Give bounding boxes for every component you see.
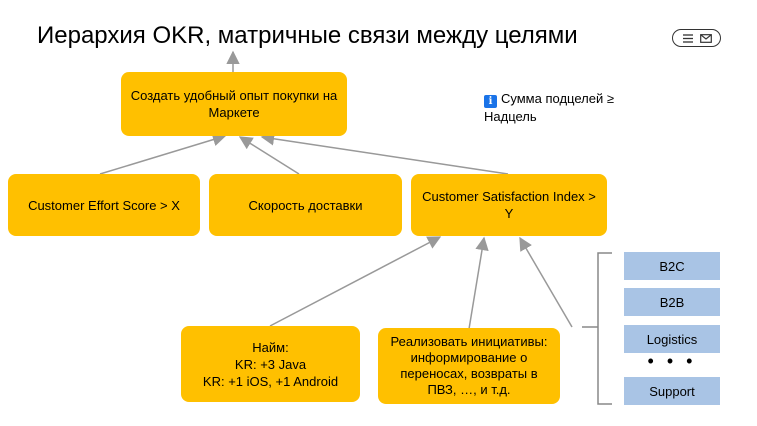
edge-hire-csi [269, 236, 442, 327]
node-initiatives: Реализовать инициативы: информирование о… [378, 328, 560, 404]
node-hire: Найм: KR: +3 Java KR: +1 iOS, +1 Android [181, 326, 360, 402]
teams-bracket [582, 252, 612, 405]
team-b2b: B2B [624, 288, 720, 316]
node-kr-effort: Customer Effort Score > X [8, 174, 200, 236]
node-kr-effort-label: Customer Effort Score > X [28, 197, 180, 213]
node-hire-line: Найм: [252, 339, 289, 355]
edge-initiatives-csi [468, 236, 489, 330]
sum-note-text: Сумма подцелей ≥ Надцель [484, 91, 614, 124]
edge-teams-csi [519, 236, 573, 328]
menu-icon [682, 33, 693, 43]
team-support: Support [624, 377, 720, 405]
team-b2c: B2C [624, 252, 720, 280]
page-title: Иерархия OKR, матричные связи между целя… [37, 22, 578, 49]
teams-ellipsis: • • • [647, 351, 697, 371]
node-initiatives-line: переносах, возвраты в [400, 366, 538, 381]
node-kr-delivery: Скорость доставки [209, 174, 402, 236]
node-objective-label: Создать удобный опыт покупки на Маркете [130, 88, 338, 120]
node-initiatives-line: ПВЗ, …, и т.д. [427, 382, 511, 397]
node-kr-csi-label: Customer Satisfaction Index > Y [422, 189, 596, 221]
node-hire-line: KR: +1 iOS, +1 Android [202, 373, 339, 389]
mail-icon [699, 33, 712, 43]
menu-button[interactable] [672, 29, 721, 47]
node-initiatives-line: Реализовать инициативы: [390, 334, 548, 349]
edge-csi-objective [260, 132, 509, 175]
node-kr-delivery-label: Скорость доставки [248, 197, 363, 213]
team-logistics: Logistics [624, 325, 720, 353]
node-initiatives-line: информирование о [410, 350, 528, 365]
node-objective: Создать удобный опыт покупки на Маркете [121, 72, 347, 136]
node-kr-csi: Customer Satisfaction Index > Y [411, 174, 607, 236]
edge-delivery-objective [238, 136, 300, 175]
info-icon: i [484, 95, 497, 108]
edge-effort-objective [99, 133, 227, 175]
node-hire-line: KR: +3 Java [234, 356, 307, 372]
